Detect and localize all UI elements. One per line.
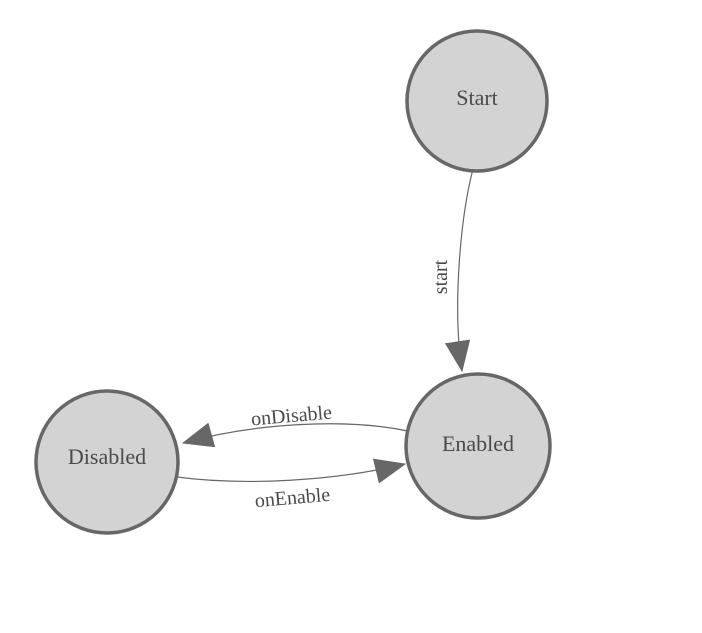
state-label-start: Start [456,85,498,110]
edge-enabled-to-disabled [181,422,409,448]
edge-disabled-to-enabled [176,458,407,484]
edge-start-to-enabled [444,168,474,373]
edge-label-onenable: onEnable [254,484,331,513]
state-label-enabled: Enabled [442,431,514,456]
state-node-enabled[interactable] [404,372,552,520]
state-node-start[interactable] [405,29,549,173]
state-label-disabled: Disabled [68,444,146,469]
state-node-disabled[interactable] [34,389,180,535]
edge-label-ondisable: onDisable [250,402,333,431]
edge-label-start: start [430,259,452,294]
